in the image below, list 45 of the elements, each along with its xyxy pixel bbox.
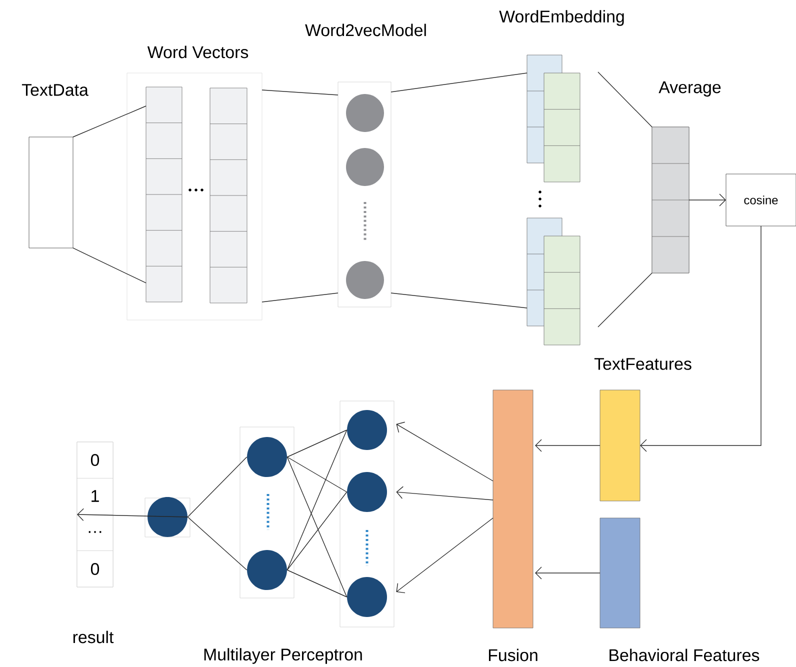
arrow (688, 194, 726, 206)
connector-line (187, 516, 248, 570)
cell-value: 1 (92, 490, 99, 502)
heading: TextFeatures (594, 358, 692, 370)
heading: Average (658, 81, 721, 97)
node-label: Behavioral Features (610, 648, 760, 662)
cell-value: 0 (90, 454, 100, 466)
connector-line (286, 456, 348, 492)
connector-line (286, 492, 348, 570)
connector-line (262, 292, 338, 302)
neuron-circle (347, 472, 387, 512)
cell-value: … (88, 531, 102, 533)
neuron-circle (347, 577, 387, 617)
heading: WordEmbedding (499, 10, 624, 26)
box-label: cosine (744, 196, 778, 204)
connector-line (187, 456, 248, 518)
cell-value: 0 (90, 563, 100, 575)
arrow (77, 508, 188, 521)
connector-line (286, 456, 348, 598)
neuron-circle (247, 550, 287, 590)
arrow (396, 486, 494, 500)
connector-line (286, 430, 348, 458)
connector-line (390, 72, 528, 92)
connector-line (286, 430, 348, 570)
heading: Word2vecModel (305, 24, 426, 36)
arrow (396, 422, 494, 482)
connector-line (598, 72, 652, 128)
connector-line (72, 248, 146, 284)
neuron-circle (347, 410, 387, 450)
connector-line (598, 272, 652, 328)
neuron-circle (247, 437, 287, 477)
node-label: Fusion (488, 648, 538, 662)
arrow (640, 226, 762, 452)
connector-line (72, 106, 146, 138)
embedding-stack (526, 218, 580, 346)
arrow (535, 566, 600, 580)
heading: Word Vectors (147, 46, 248, 58)
connector-line (390, 292, 528, 308)
connector-line (262, 90, 338, 96)
heading: TextData (22, 84, 88, 96)
arrow (396, 518, 494, 594)
caption: Multilayer Perceptron (204, 648, 362, 664)
node-label: result (73, 630, 114, 644)
arrow (535, 439, 600, 452)
connector-line (286, 570, 348, 598)
